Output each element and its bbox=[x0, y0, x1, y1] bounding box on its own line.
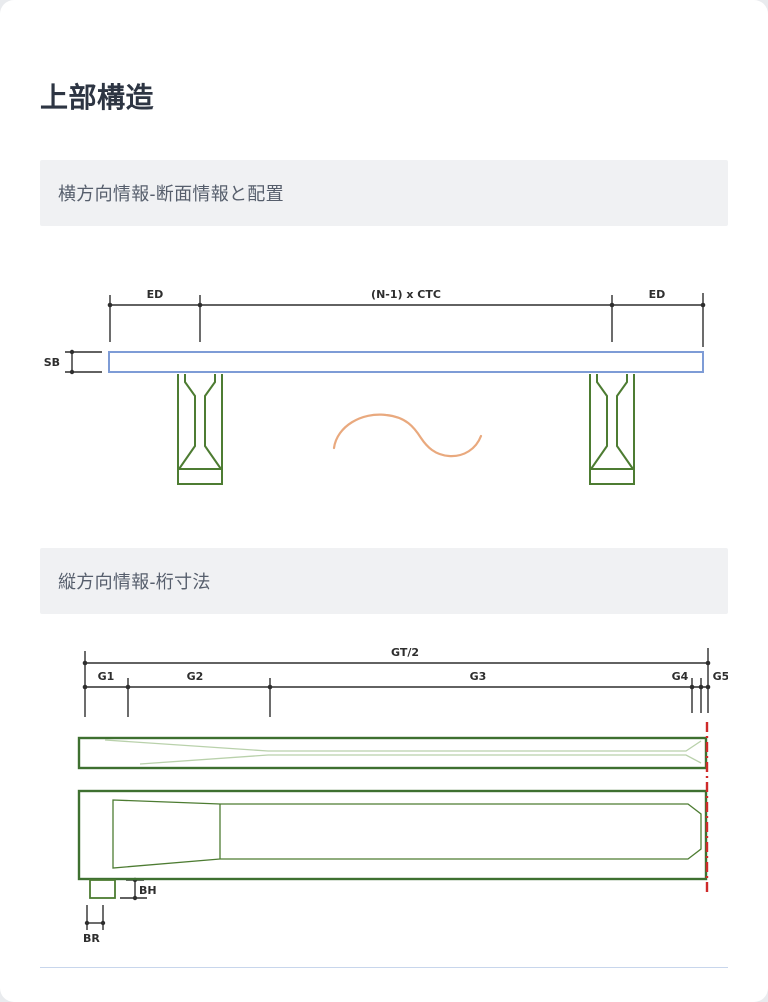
dim-label-bh: BH bbox=[139, 884, 157, 897]
dim-label-gt2: GT/2 bbox=[391, 646, 419, 659]
dim-label-sb: SB bbox=[44, 356, 60, 369]
longitudinal-dimension-dots bbox=[82, 660, 711, 926]
longitudinal-diagram: GT/2 G1 G2 G3 G4 G5 BH BR bbox=[77, 646, 728, 945]
girder-plan-web-lines bbox=[104, 739, 702, 765]
bearing-pad bbox=[89, 879, 116, 899]
deck-slab bbox=[108, 351, 704, 373]
section-header-longitudinal: 縦方向情報-桁寸法 bbox=[40, 548, 728, 614]
section-header-transverse: 横方向情報-断面情報と配置 bbox=[40, 160, 728, 226]
dim-label-ed-left: ED bbox=[147, 288, 164, 301]
dim-label-br: BR bbox=[83, 932, 100, 945]
transverse-dimension-labels: ED (N-1) x CTC ED SB bbox=[44, 288, 666, 369]
girder-elevation-outline bbox=[77, 789, 708, 881]
transverse-dimension-dots bbox=[69, 302, 706, 375]
girder-plan-outline bbox=[77, 736, 708, 770]
girder-elevation-view bbox=[77, 789, 708, 899]
dim-label-g3: G3 bbox=[470, 670, 487, 683]
girder-elevation-inner-lines bbox=[112, 799, 702, 869]
dim-label-g1: G1 bbox=[98, 670, 115, 683]
girder-cross-section-left bbox=[177, 374, 223, 485]
dim-label-ed-right: ED bbox=[649, 288, 666, 301]
dim-label-ctc: (N-1) x CTC bbox=[371, 288, 441, 301]
girder-cross-section-right bbox=[589, 374, 635, 485]
longitudinal-dimension-lines bbox=[84, 648, 709, 930]
dim-label-g5: G5 bbox=[713, 670, 728, 683]
dim-label-g4: G4 bbox=[672, 670, 689, 683]
dim-label-g2: G2 bbox=[187, 670, 204, 683]
transverse-diagram: ED (N-1) x CTC ED SB bbox=[44, 288, 706, 485]
section-header-longitudinal-label: 縦方向情報-桁寸法 bbox=[58, 572, 211, 592]
longitudinal-dimension-labels: GT/2 G1 G2 G3 G4 G5 BH BR bbox=[83, 646, 728, 945]
break-symbol bbox=[332, 413, 483, 458]
bottom-divider bbox=[40, 967, 728, 968]
section-header-transverse-label: 横方向情報-断面情報と配置 bbox=[58, 184, 284, 204]
page-title: 上部構造 bbox=[40, 82, 155, 113]
girder-plan-view bbox=[77, 736, 708, 770]
